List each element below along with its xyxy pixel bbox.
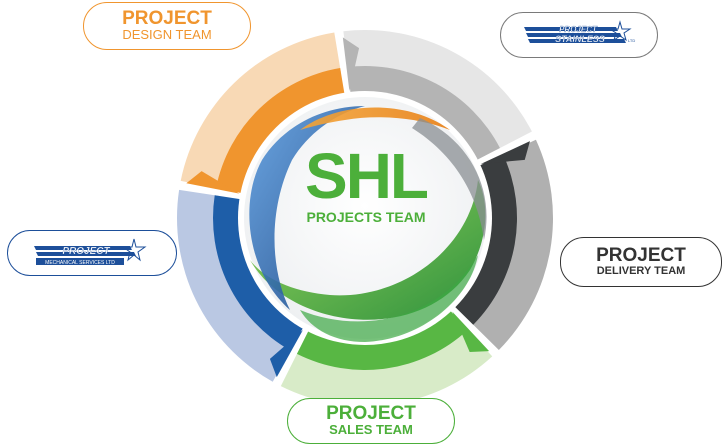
- design-team-title: PROJECT: [122, 8, 212, 30]
- swirl-green-band: [250, 180, 486, 320]
- center-subtitle: PROJECTS TEAM: [306, 209, 425, 225]
- sales-team-label: PROJECT SALES TEAM: [287, 398, 455, 444]
- arrow-head-mechanical: [269, 329, 303, 378]
- swirl-orange-band: [300, 107, 450, 130]
- center-core: SHL PROJECTS TEAM: [238, 91, 492, 345]
- arrow-head-stainless: [342, 37, 360, 91]
- stainless-logo-name: STAINLESS: [555, 34, 605, 44]
- inner-segment-delivery: [453, 154, 517, 325]
- sales-team-subtitle: SALES TEAM: [329, 422, 413, 438]
- outer-segment-stainless: [343, 30, 532, 150]
- mechanical-logo-name: MECHANICAL SERVICES LTD: [45, 260, 115, 266]
- center-title: SHL: [305, 140, 428, 212]
- stainless-logo-brand: PROJECT: [559, 25, 598, 34]
- delivery-team-subtitle: DELIVERY TEAM: [596, 265, 686, 278]
- sales-team-title: PROJECT: [326, 403, 416, 425]
- delivery-team-label: PROJECT DELIVERY TEAM: [560, 237, 722, 287]
- mechanical-services-logo-badge: PROJECT MECHANICAL SERVICES LTD: [7, 230, 177, 276]
- star-icon: [121, 238, 147, 262]
- swirl-grey-band: [412, 118, 487, 240]
- arrow-head-delivery: [481, 141, 530, 164]
- stainless-logo-badge: PROJECT STAINLESS LTD: [500, 12, 658, 58]
- mechanical-logo-brand: PROJECT: [62, 246, 110, 257]
- mechanical-services-logo: PROJECT MECHANICAL SERVICES LTD: [34, 238, 147, 266]
- swirl-blue-band: [249, 106, 365, 310]
- outer-segment-mechanical: [176, 189, 293, 382]
- star-icon: [608, 20, 632, 42]
- inner-segment-design: [215, 68, 345, 194]
- delivery-team-title: PROJECT: [596, 245, 686, 267]
- stainless-logo-suffix: LTD: [628, 38, 635, 43]
- swirl-green-band-2: [300, 255, 478, 342]
- arrow-head-design: [186, 171, 240, 194]
- arrow-head-sales: [452, 311, 490, 352]
- stainless-logo: PROJECT STAINLESS LTD: [524, 20, 635, 44]
- design-team-label: PROJECT DESIGN TEAM: [83, 2, 251, 50]
- inner-segment-sales: [296, 309, 468, 371]
- design-team-subtitle: DESIGN TEAM: [122, 27, 212, 43]
